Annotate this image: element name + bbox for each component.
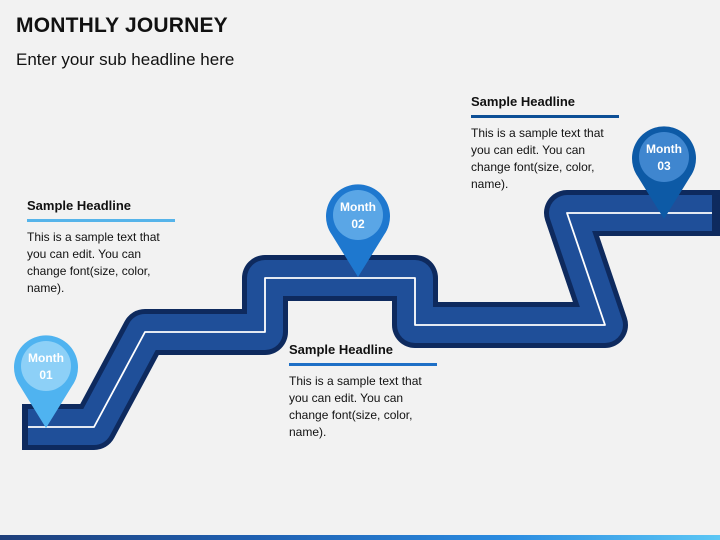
headline-divider	[471, 115, 619, 118]
headline-divider	[289, 363, 437, 366]
milestone-block-03: Sample Headline This is a sample text th…	[471, 94, 631, 193]
pin-month-word: Month	[28, 351, 64, 365]
milestone-headline: Sample Headline	[471, 94, 576, 109]
milestone-text: This is a sample text that you can edit.…	[289, 374, 422, 439]
pin-inner-circle	[21, 341, 71, 391]
milestone-block-01: Sample Headline This is a sample text th…	[27, 198, 187, 297]
pin-month-word: Month	[646, 142, 682, 156]
milestone-block-02: Sample Headline This is a sample text th…	[289, 342, 449, 441]
pin-month-03: Month 03	[631, 126, 696, 219]
road-start-cap	[22, 404, 28, 450]
pin-inner-circle	[333, 190, 383, 240]
page-title: MONTHLY JOURNEY	[16, 14, 228, 37]
bottom-accent-bar	[0, 535, 720, 540]
headline-divider	[27, 219, 175, 222]
pin-month-number: 02	[351, 217, 365, 231]
page-subtitle: Enter your sub headline here	[16, 50, 235, 69]
milestone-text: This is a sample text that you can edit.…	[471, 126, 604, 191]
road-center-line	[28, 212, 712, 428]
pin-inner-circle	[639, 132, 689, 182]
pin-month-02: Month 02	[326, 184, 390, 277]
milestone-headline: Sample Headline	[27, 198, 132, 213]
pin-month-number: 03	[657, 159, 671, 173]
road-end-cap	[712, 190, 720, 236]
pin-month-number: 01	[39, 368, 53, 382]
pin-month-word: Month	[340, 200, 376, 214]
milestone-text: This is a sample text that you can edit.…	[27, 230, 160, 295]
milestone-headline: Sample Headline	[289, 342, 394, 357]
pin-month-01: Month 01	[14, 335, 79, 428]
